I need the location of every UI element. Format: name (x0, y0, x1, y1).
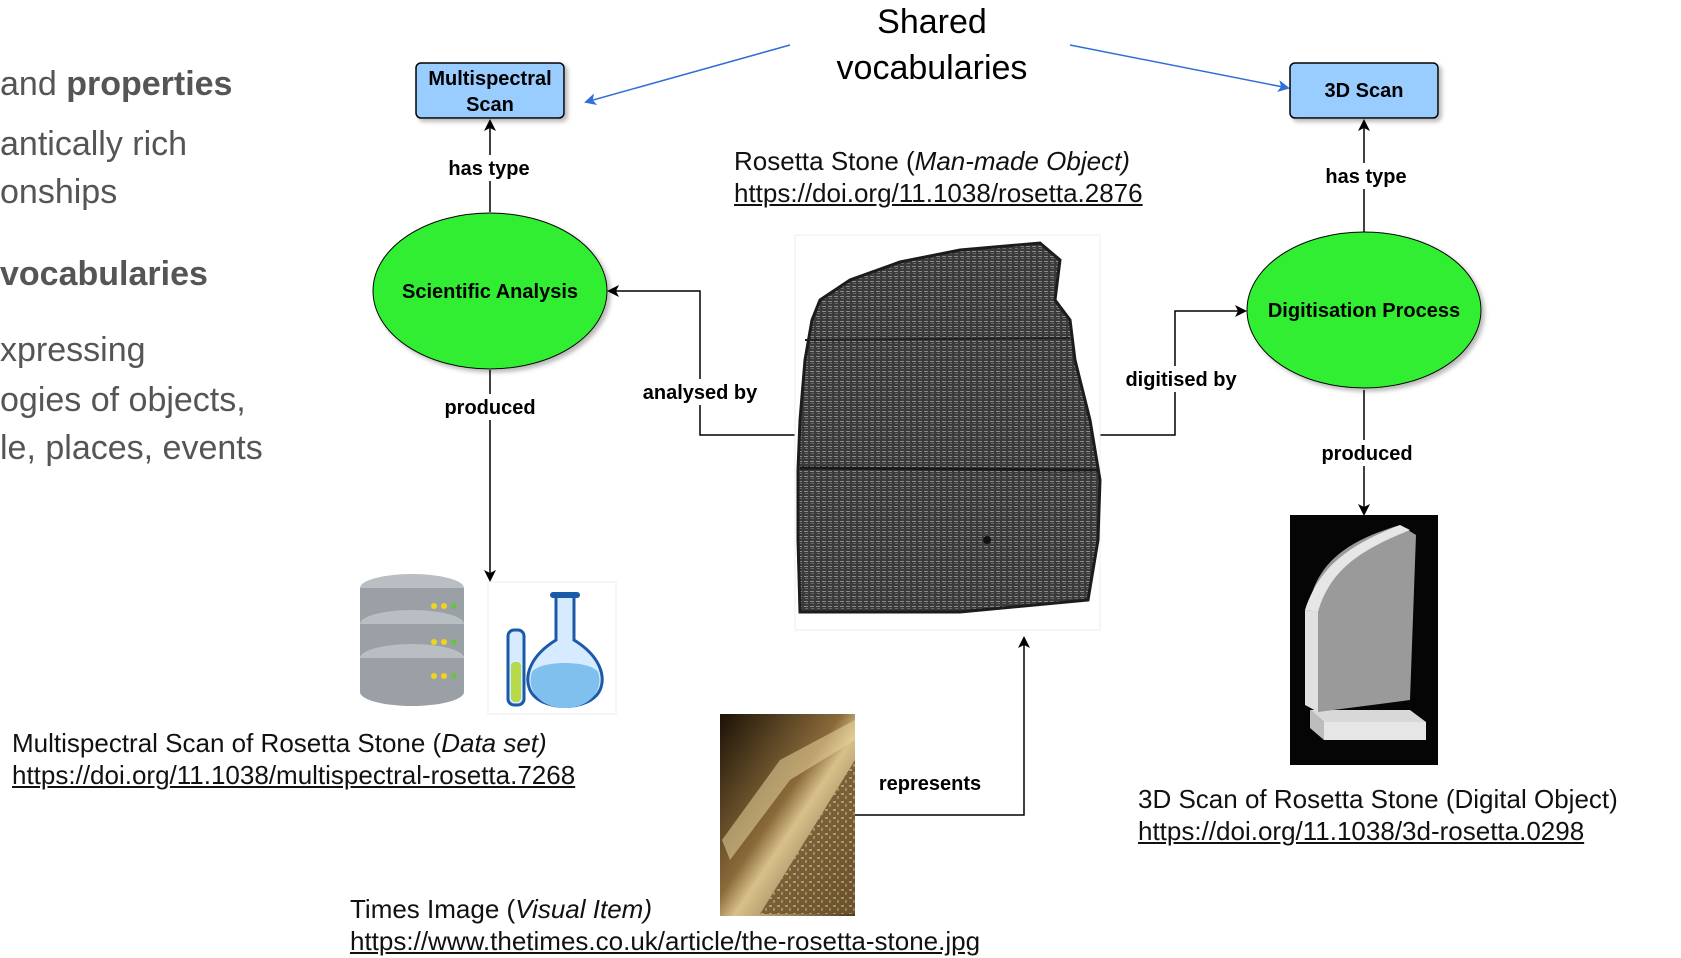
edge-label-produced-left: produced (444, 397, 535, 419)
times-image-link[interactable]: https://www.thetimes.co.uk/article/the-r… (350, 926, 981, 956)
node-3d-scan: 3D Scan (1289, 62, 1439, 119)
database-icon (360, 574, 464, 706)
slide-text-line7: le, places, events (0, 429, 263, 467)
node-multispectral-scan: Multispectral Scan (415, 62, 565, 119)
shared-vocab-line2: vocabularies (837, 49, 1028, 87)
times-image-title: Times Image (Visual Item) (350, 894, 652, 924)
multispectral-dataset-caption: Multispectral Scan of Rosetta Stone (Dat… (12, 727, 575, 791)
slide-text-line5: xpressing (0, 331, 146, 369)
multispectral-dataset-title: Multispectral Scan of Rosetta Stone (Dat… (12, 728, 547, 758)
slide-text-line6: ogies of objects, (0, 381, 246, 419)
node-digitisation-process: Digitisation Process (1246, 231, 1482, 389)
edge-analysed-by (607, 285, 795, 436)
edge-label-digitised-by: digitised by (1125, 369, 1237, 391)
dataset-icons (347, 570, 617, 715)
edge-label-bg-represents (870, 770, 990, 796)
times-image-caption: Times Image (Visual Item) https://www.th… (350, 893, 980, 957)
edge-label-bg-analysed-by (638, 379, 762, 405)
rosetta-link[interactable]: https://doi.org/11.1038/rosetta.2876 (734, 178, 1143, 208)
edge-label-produced-right: produced (1321, 443, 1412, 465)
edge-label-bg-produced-left (438, 394, 542, 420)
scan3d-title: 3D Scan of Rosetta Stone (Digital Object… (1138, 784, 1618, 814)
slide-text-line3: onships (0, 173, 118, 211)
scientific-analysis-label: Scientific Analysis (402, 281, 578, 303)
multispectral-dataset-link[interactable]: https://doi.org/11.1038/multispectral-ro… (12, 760, 576, 790)
shared-vocab-line1: Shared (877, 3, 987, 41)
multispectral-scan-line1: Multispectral (428, 68, 551, 90)
scan3d-caption: 3D Scan of Rosetta Stone (Digital Object… (1138, 783, 1618, 847)
edge-label-bg-has-type-left (444, 155, 534, 181)
edge-label-represents: represents (879, 773, 981, 795)
edge-label-has-type-left: has type (448, 158, 529, 180)
shared-vocab-arrow-right (1069, 44, 1290, 92)
digitisation-process-label: Digitisation Process (1268, 300, 1460, 322)
shared-vocab-arrow-left (584, 44, 791, 106)
edge-label-bg-has-type-right (1320, 163, 1410, 189)
flask-icon (506, 592, 604, 708)
3d-scan-image (1290, 515, 1438, 765)
slide-text-line2: antically rich (0, 125, 188, 163)
edge-label-bg-produced-right (1314, 440, 1418, 466)
node-scientific-analysis: Scientific Analysis (372, 212, 608, 370)
3d-scan-label: 3D Scan (1325, 80, 1404, 102)
slide-text-line4: vocabularies (0, 255, 208, 293)
edge-label-analysed-by: analysed by (643, 382, 758, 404)
times-image (720, 714, 855, 916)
edge-represents (855, 636, 1030, 816)
rosetta-stone-image (794, 234, 1102, 631)
scan3d-link[interactable]: https://doi.org/11.1038/3d-rosetta.0298 (1138, 816, 1585, 846)
rosetta-caption: Rosetta Stone (Man-made Object) https://… (734, 145, 1143, 209)
slide-text-line1: and properties (0, 65, 233, 103)
edge-label-has-type-right: has type (1325, 166, 1406, 188)
rosetta-title: Rosetta Stone (Man-made Object) (734, 146, 1130, 176)
multispectral-scan-line2: Scan (466, 94, 514, 116)
edge-label-bg-digitised-by (1118, 366, 1244, 392)
